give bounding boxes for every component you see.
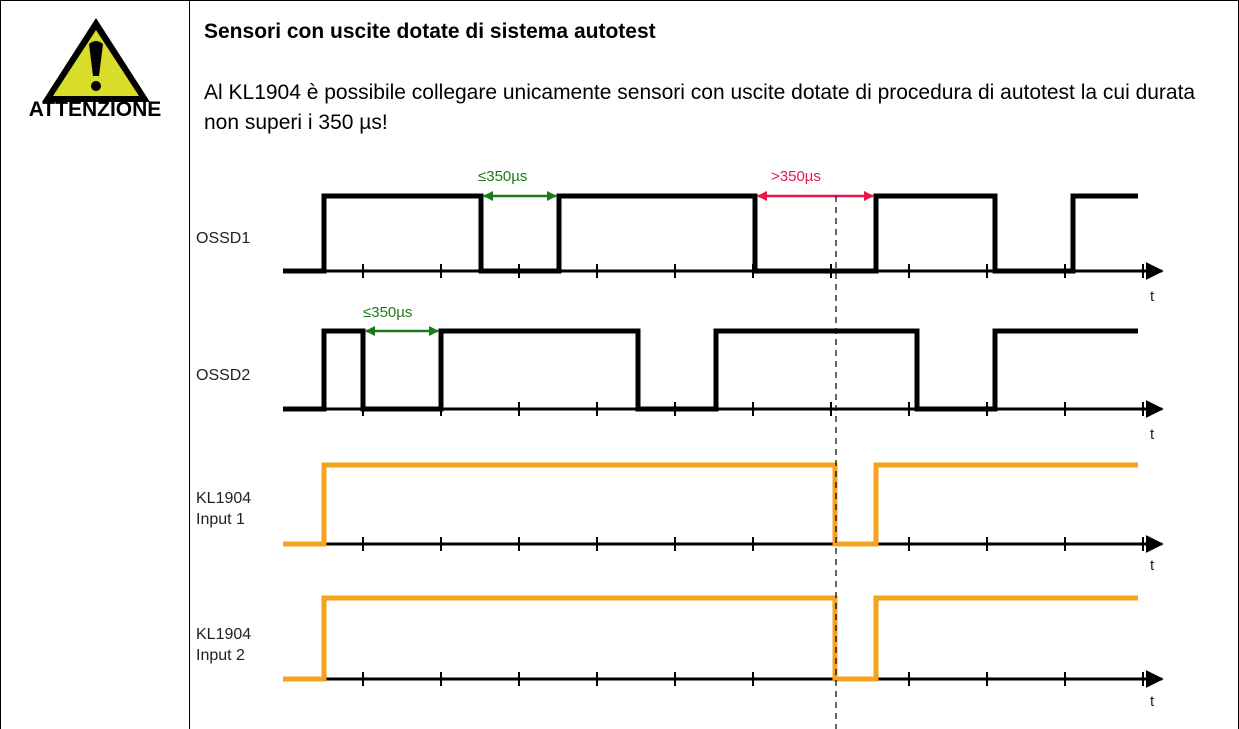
duration-label-ok: ≤350µs — [478, 168, 527, 185]
signal-label-line1: KL1904 — [196, 490, 251, 507]
top-border — [0, 0, 1239, 1]
signal-row-ossd2: OSSD2 t ≤350µs — [196, 304, 1164, 443]
time-axis-label: t — [1150, 557, 1155, 574]
input2-waveform — [283, 595, 1138, 682]
warning-icon — [42, 18, 150, 102]
column-divider — [189, 0, 190, 729]
attention-label: ATTENZIONE — [28, 98, 162, 121]
time-axis-label: t — [1150, 426, 1155, 443]
signal-row-ossd1: OSSD1 t ≤350µs >350µs — [196, 168, 1164, 305]
time-axis-label: t — [1150, 288, 1155, 305]
time-axis-label: t — [1150, 693, 1155, 710]
signal-label-line2: Input 2 — [196, 647, 245, 664]
input1-waveform — [283, 462, 1138, 547]
ossd2-waveform — [283, 328, 1138, 412]
signal-label-line2: Input 1 — [196, 511, 245, 528]
note-title: Sensori con uscite dotate di sistema aut… — [204, 20, 656, 43]
note-body: Al KL1904 è possibile collegare unicamen… — [204, 81, 1196, 134]
signal-row-input2: KL1904 Input 2 t — [196, 595, 1164, 710]
signal-label: OSSD2 — [196, 367, 250, 384]
duration-label-ok: ≤350µs — [363, 304, 412, 321]
axis-ticks — [362, 537, 1144, 551]
signal-row-input1: KL1904 Input 1 t — [196, 462, 1164, 574]
duration-label-exceeded: >350µs — [771, 168, 821, 185]
signal-label: OSSD1 — [196, 230, 250, 247]
signal-label-line1: KL1904 — [196, 626, 251, 643]
timing-diagram: OSSD1 t ≤350µs >350µs OSSD2 — [196, 168, 1164, 729]
axis-ticks — [362, 672, 1144, 686]
ossd1-waveform — [283, 193, 1138, 274]
left-border — [0, 0, 1, 729]
